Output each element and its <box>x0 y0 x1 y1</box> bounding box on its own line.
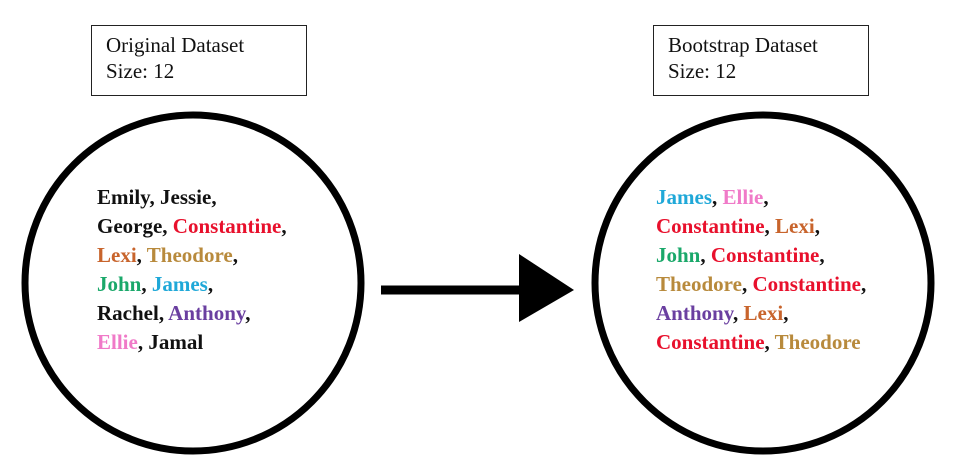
name-item: John <box>656 243 701 267</box>
name-item: Theodore <box>146 243 233 267</box>
comma-separator: , <box>814 214 820 238</box>
comma-separator: , <box>149 185 161 209</box>
bootstrap-dataset-title: Bootstrap Dataset <box>668 33 818 57</box>
name-item: Jessie <box>160 185 212 209</box>
name-row: Theodore, Constantine, <box>656 270 866 299</box>
name-item: Lexi <box>743 301 784 325</box>
comma-separator: , <box>783 301 789 325</box>
name-item: Constantine <box>752 272 861 296</box>
name-row: James, Ellie, <box>656 183 866 212</box>
name-item: John <box>97 272 142 296</box>
comma-separator: , <box>162 214 173 238</box>
comma-separator: , <box>207 272 214 296</box>
comma-separator: , <box>764 214 776 238</box>
comma-separator: , <box>232 243 238 267</box>
name-item: Constantine <box>172 214 282 238</box>
comma-separator: , <box>860 272 867 296</box>
bootstrap-dataset-circle <box>591 111 935 455</box>
original-dataset-title: Original Dataset <box>106 33 245 57</box>
name-item: Theodore <box>774 330 861 354</box>
name-item: Constantine <box>656 214 765 238</box>
comma-separator: , <box>763 185 769 209</box>
comma-separator: , <box>700 243 711 267</box>
comma-separator: , <box>764 330 775 354</box>
arrow-head <box>519 254 574 322</box>
name-item: Lexi <box>97 243 137 267</box>
comma-separator: , <box>245 301 251 325</box>
name-item: Emily <box>97 185 150 209</box>
name-item: James <box>151 272 208 296</box>
name-item: Jamal <box>148 330 204 354</box>
comma-separator: , <box>819 243 825 267</box>
comma-separator: , <box>211 185 217 209</box>
original-dataset-label: Original Dataset Size: 12 <box>91 25 307 96</box>
comma-separator: , <box>141 272 152 296</box>
original-dataset-circle <box>21 111 365 455</box>
bootstrap-names-list: James, Ellie,Constantine, Lexi,John, Con… <box>656 183 866 357</box>
name-item: Constantine <box>656 330 765 354</box>
comma-separator: , <box>733 301 744 325</box>
name-row: Constantine, Lexi, <box>656 212 866 241</box>
bootstrap-dataset-label: Bootstrap Dataset Size: 12 <box>653 25 869 96</box>
name-item: Lexi <box>775 214 815 238</box>
comma-separator: , <box>136 243 147 267</box>
name-row: John, Constantine, <box>656 241 866 270</box>
comma-separator: , <box>712 185 723 209</box>
comma-separator: , <box>158 301 169 325</box>
name-row: Ellie, Jamal <box>97 328 287 357</box>
comma-separator: , <box>281 214 287 238</box>
name-row: Lexi, Theodore, <box>97 241 287 270</box>
bootstrap-dataset-size: Size: 12 <box>668 59 737 83</box>
name-row: George, Constantine, <box>97 212 287 241</box>
name-item: Rachel <box>97 301 159 325</box>
name-item: Ellie <box>722 185 764 209</box>
comma-separator: , <box>741 272 753 296</box>
name-item: Ellie <box>97 330 138 354</box>
name-item: George <box>97 214 163 238</box>
name-row: Anthony, Lexi, <box>656 299 866 328</box>
name-row: John, James, <box>97 270 287 299</box>
name-row: Constantine, Theodore <box>656 328 866 357</box>
name-item: Constantine <box>710 243 820 267</box>
name-item: James <box>656 185 712 209</box>
name-row: Rachel, Anthony, <box>97 299 287 328</box>
comma-separator: , <box>137 330 149 354</box>
name-item: Anthony <box>656 301 734 325</box>
name-item: Anthony <box>168 301 246 325</box>
original-names-list: Emily, Jessie,George, Constantine,Lexi, … <box>97 183 287 357</box>
name-item: Theodore <box>656 272 742 296</box>
original-dataset-size: Size: 12 <box>106 59 175 83</box>
name-row: Emily, Jessie, <box>97 183 287 212</box>
